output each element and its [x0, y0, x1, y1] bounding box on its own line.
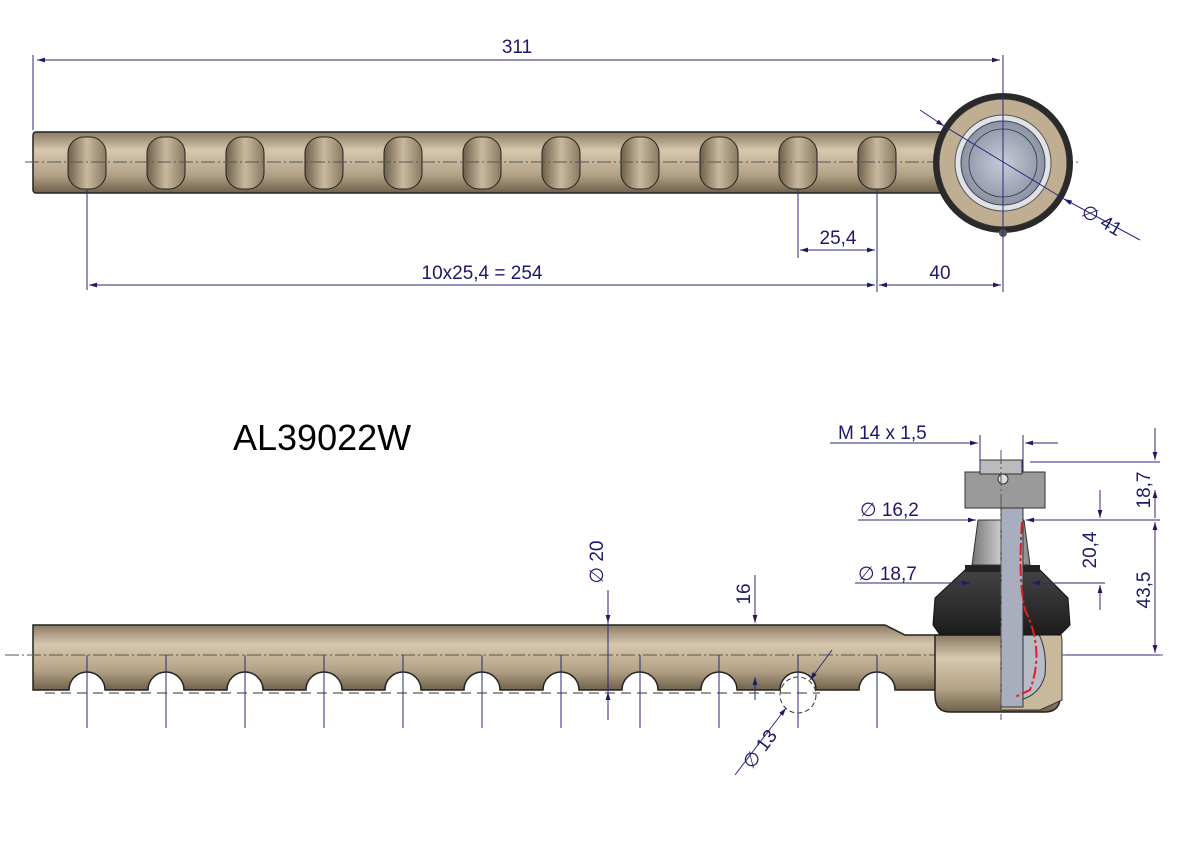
slot: [383, 136, 423, 190]
dim-end-offset: 40: [929, 263, 950, 284]
dim-rod-diameter: ∅ 20: [587, 541, 608, 584]
slot: [857, 136, 897, 190]
dim-taper-length: 20,4: [1080, 531, 1101, 568]
dim-notch-diameter: ∅ 13: [739, 726, 782, 773]
top-view: 311 25,4 10x25,4 = 254 40 ∅ 41: [25, 37, 1141, 292]
dim-thread-length: 18,7: [1134, 472, 1155, 509]
slot-row: [67, 136, 897, 190]
slot: [225, 136, 265, 190]
slot: [541, 136, 581, 190]
dim-thread: M 14 x 1,5: [838, 423, 927, 444]
slot: [778, 136, 818, 190]
slot: [699, 136, 739, 190]
slot: [620, 136, 660, 190]
dim-eye-diameter: ∅ 41: [1078, 201, 1126, 241]
dim-hole-pitch: 25,4: [820, 228, 857, 249]
slot: [462, 136, 502, 190]
slot: [67, 136, 107, 190]
dim-overall-length: 311: [502, 37, 532, 58]
dim-notch-depth: 16: [734, 583, 755, 604]
section-line: [1014, 521, 1038, 698]
slot: [304, 136, 344, 190]
dim-taper-bottom-diameter: ∅ 18,7: [858, 564, 917, 585]
dim-taper-top-diameter: ∅ 16,2: [860, 500, 919, 521]
part-number: AL39022W: [233, 417, 411, 458]
slot: [146, 136, 186, 190]
side-view: M 14 x 1,5 ∅ 16,2 ∅ 18,7 20,4 18,7 43,5 …: [5, 423, 1165, 776]
dim-stud-height: 43,5: [1134, 572, 1155, 609]
dim-hole-series: 10x25,4 = 254: [422, 263, 543, 284]
rod-side: [32, 624, 946, 691]
